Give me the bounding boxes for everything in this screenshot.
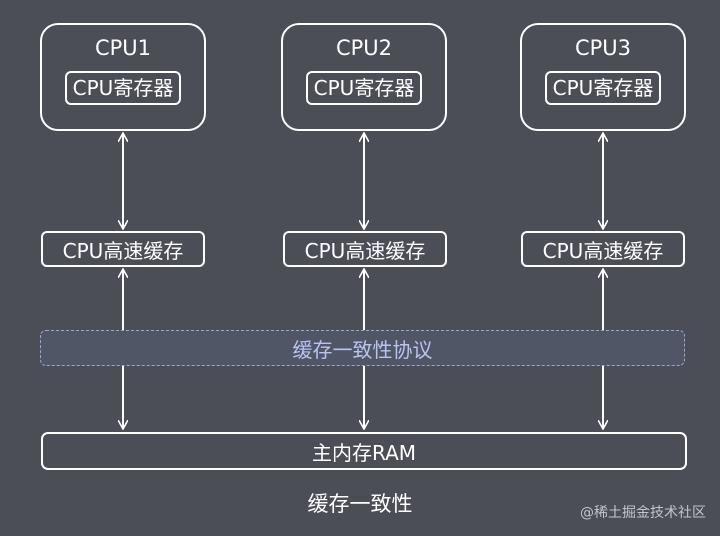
cpu1-label: CPU1 (94, 36, 152, 60)
cpu2-cache-box: CPU高速缓存 (283, 231, 447, 267)
cpu2-label: CPU2 (335, 36, 393, 60)
cpu3-register: CPU寄存器 (544, 71, 662, 105)
cpu2-box: CPU2 CPU寄存器 (281, 23, 447, 131)
cpu1-cache-box: CPU高速缓存 (41, 231, 205, 267)
cpu3-box: CPU3 CPU寄存器 (520, 23, 686, 131)
cpu3-label: CPU3 (574, 36, 632, 60)
cpu1-register: CPU寄存器 (64, 71, 182, 105)
cpu2-register: CPU寄存器 (305, 71, 423, 105)
cpu3-cache-box: CPU高速缓存 (521, 231, 685, 267)
main-memory-box: 主内存RAM (41, 432, 687, 470)
diagram-caption: 缓存一致性 (307, 492, 413, 516)
watermark: @稀土掘金技术社区 (580, 505, 706, 521)
coherence-protocol-band: 缓存一致性协议 (40, 330, 685, 366)
cpu1-box: CPU1 CPU寄存器 (40, 23, 206, 131)
